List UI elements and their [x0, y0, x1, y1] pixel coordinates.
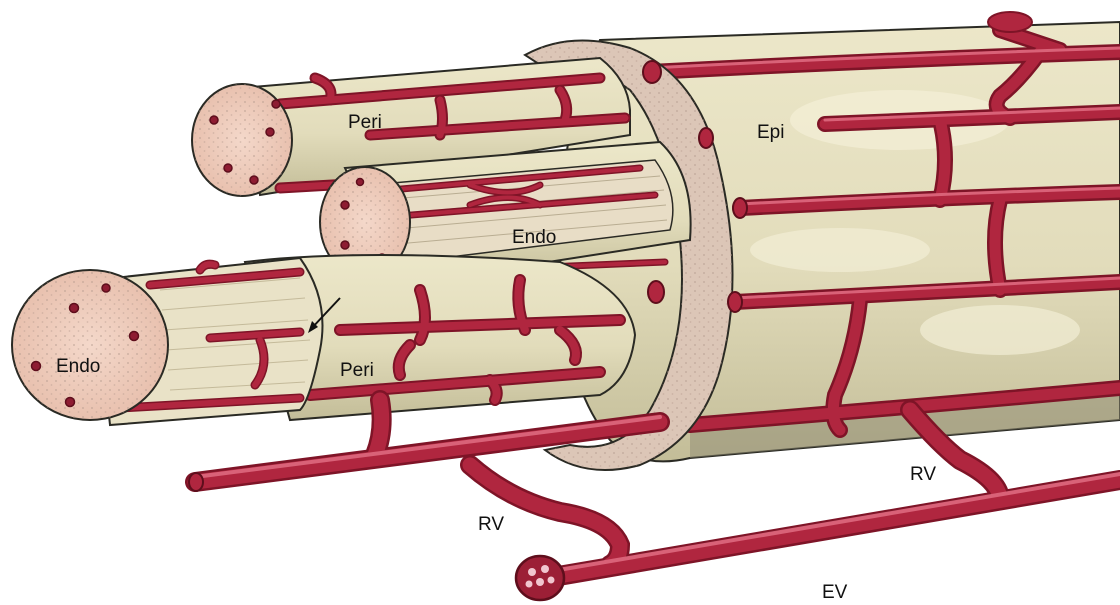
section-texture [12, 270, 168, 420]
rv-left-end [189, 473, 203, 491]
label-endo-left: Endo [56, 356, 100, 377]
label-endo-middle: Endo [512, 227, 556, 248]
label-rv-right: RV [910, 464, 936, 485]
label-peri-top: Peri [348, 112, 382, 133]
label-epi: Epi [757, 122, 784, 143]
label-peri-lower: Peri [340, 360, 374, 381]
label-ev: EV [822, 582, 848, 603]
highlight-patch [920, 305, 1080, 355]
highlight-patch [750, 228, 930, 272]
fascicle-front [12, 258, 340, 425]
label-rv-left: RV [478, 514, 504, 535]
